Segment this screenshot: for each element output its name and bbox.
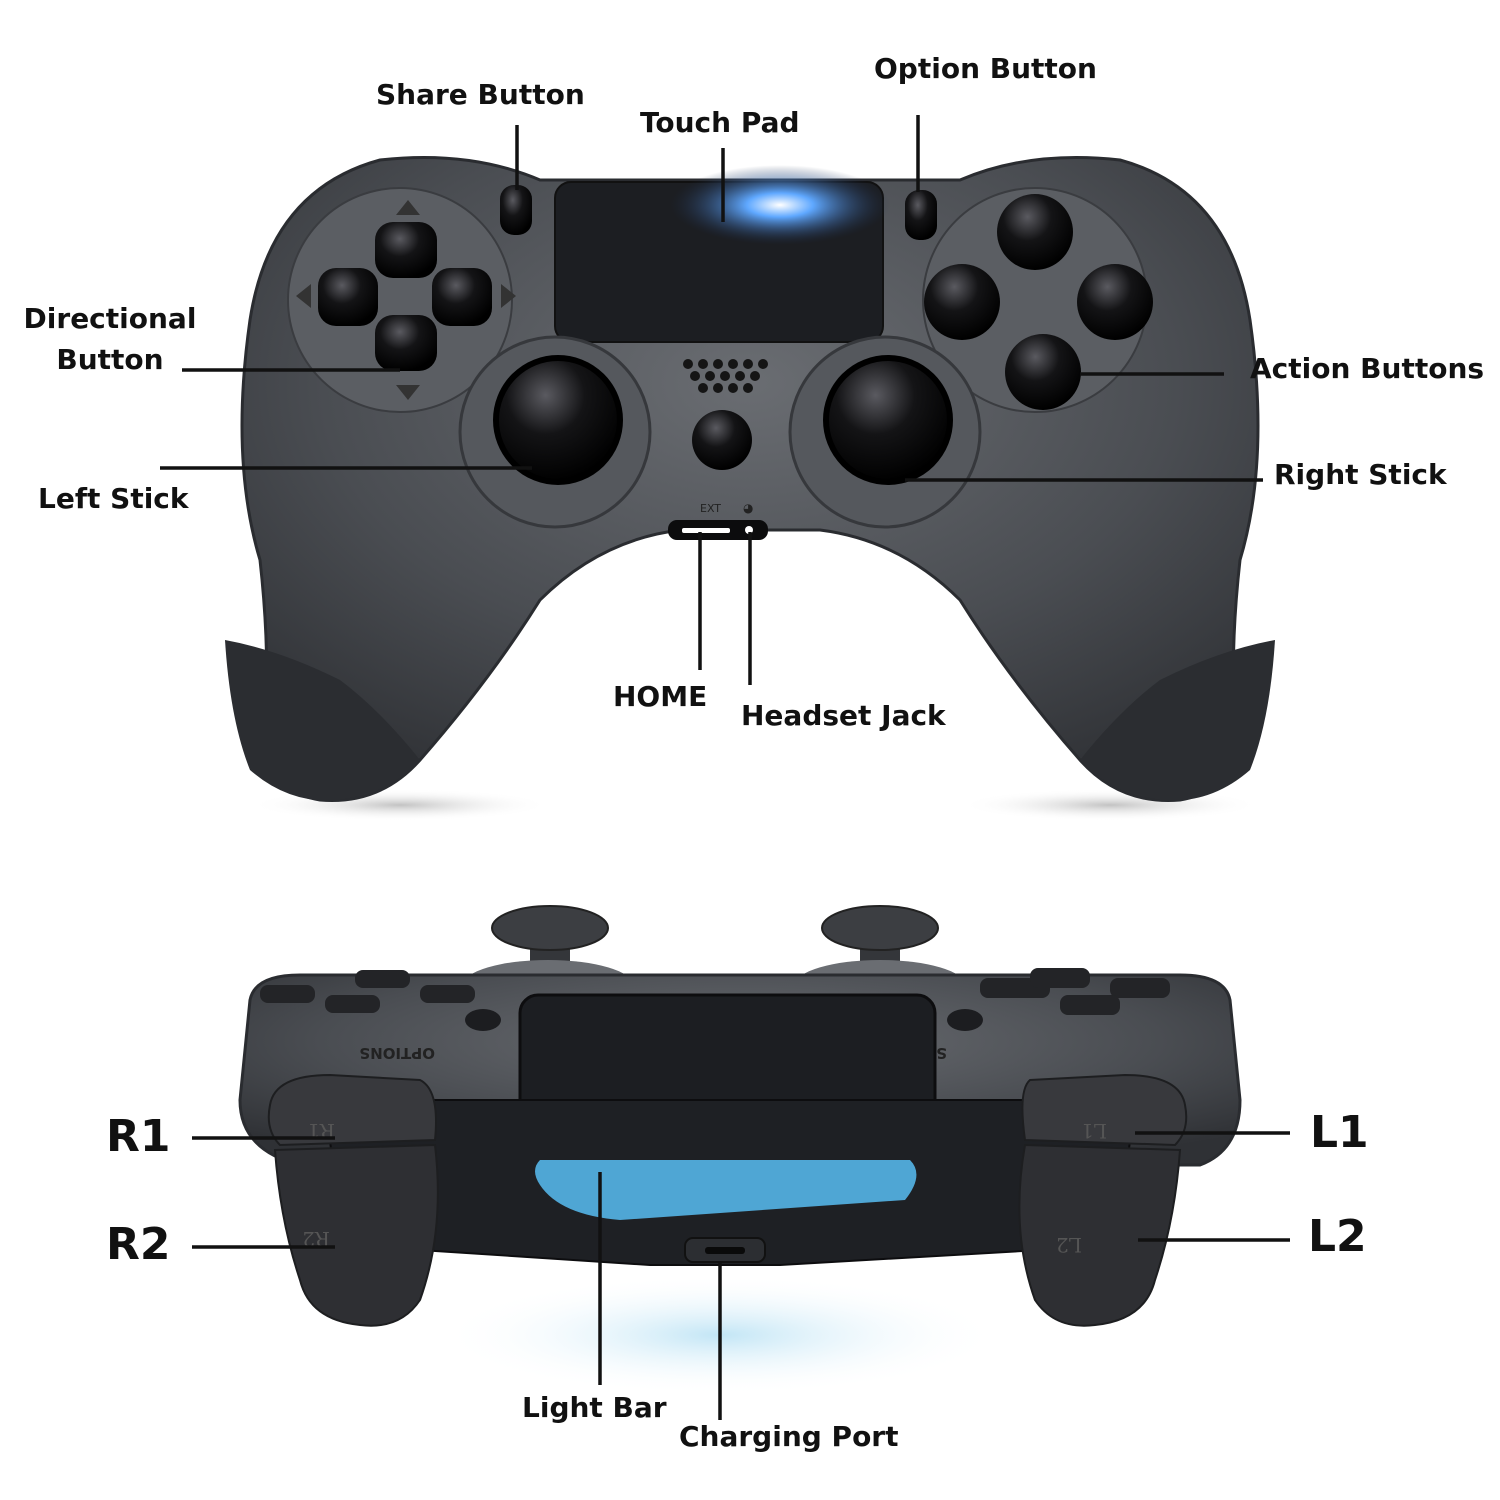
dpad-up[interactable] [375, 222, 437, 278]
dpad-down[interactable] [375, 315, 437, 371]
rear-right-stick-cap [821, 905, 939, 951]
label-home: HOME [613, 680, 708, 713]
label-left-stick: Left Stick [38, 482, 189, 515]
action-button-top[interactable] [997, 194, 1073, 270]
label-action-buttons: Action Buttons [1250, 352, 1485, 385]
l2-marking: L2 [1056, 1233, 1082, 1257]
left-stick[interactable] [493, 355, 623, 485]
l1-bumper[interactable] [1021, 1073, 1188, 1147]
label-directional-line-2: Button [56, 343, 164, 376]
label-r1: R1 [106, 1111, 171, 1162]
touch-pad-glow [670, 165, 890, 245]
r1-bumper[interactable] [267, 1073, 437, 1147]
dpad-right-arrow [501, 284, 516, 308]
label-r2: R2 [106, 1219, 171, 1270]
action-button-left[interactable] [924, 264, 1000, 340]
label-touch-pad: Touch Pad [640, 106, 800, 139]
share-button[interactable] [500, 185, 532, 235]
dpad-up-arrow [396, 200, 420, 215]
l1-marking: L1 [1081, 1119, 1107, 1143]
leader-lines [160, 115, 1290, 1420]
dpad-right[interactable] [432, 268, 492, 326]
rear-options-button [465, 1009, 501, 1031]
rear-action-buttons [260, 970, 475, 1013]
label-share-button: Share Button [376, 78, 585, 111]
dpad-down-arrow [396, 385, 420, 400]
ext-marking: EXT [700, 502, 721, 515]
action-button-right[interactable] [1077, 264, 1153, 340]
label-directional-button: Directional Button [20, 298, 200, 380]
label-option-button: Option Button [874, 52, 1097, 85]
label-charging-port: Charging Port [679, 1420, 899, 1453]
right-grip-bottom [1080, 640, 1275, 801]
left-grip-bottom [225, 640, 420, 801]
label-right-stick: Right Stick [1274, 458, 1447, 491]
r2-trigger[interactable] [273, 1143, 439, 1327]
right-stick[interactable] [823, 355, 953, 485]
action-button-bottom[interactable] [1005, 334, 1081, 410]
label-directional-line-1: Directional [23, 302, 197, 335]
rear-dpad-buttons [980, 968, 1170, 1015]
options-button[interactable] [905, 190, 937, 240]
label-headset-jack: Headset Jack [741, 699, 946, 732]
options-marking: OPTIONS [359, 1044, 435, 1062]
dpad-left[interactable] [318, 268, 378, 326]
charging-port-slot [705, 1247, 745, 1254]
rear-left-stick-cap [491, 905, 609, 951]
light-bar [535, 1160, 917, 1220]
dpad-left-arrow [296, 284, 311, 308]
label-light-bar: Light Bar [522, 1391, 667, 1424]
l2-trigger[interactable] [1018, 1143, 1182, 1327]
speaker-grille [683, 359, 768, 393]
home-button[interactable] [692, 410, 752, 470]
dpad-bezel [287, 187, 513, 413]
rear-share-button [947, 1009, 983, 1031]
top-controller-shadow-right [960, 789, 1260, 821]
headset-marking-icon: ◕ [743, 501, 754, 515]
label-l2: L2 [1308, 1211, 1367, 1262]
label-l1: L1 [1310, 1107, 1369, 1158]
ext-port-slot [682, 528, 730, 533]
